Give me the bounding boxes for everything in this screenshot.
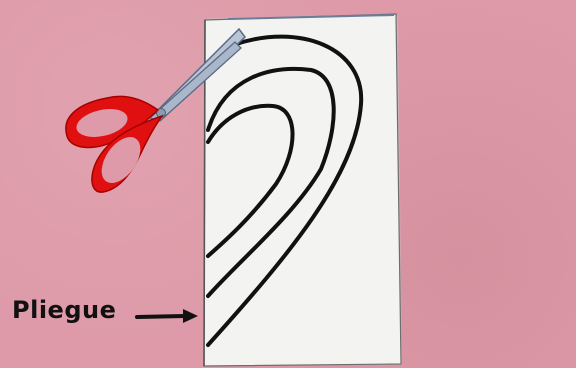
arrow-head — [183, 309, 198, 323]
arrow-shaft — [137, 316, 185, 317]
paper-sheet — [204, 14, 401, 366]
fold-label: Pliegue — [12, 298, 116, 322]
arrow-right-icon — [137, 309, 198, 323]
